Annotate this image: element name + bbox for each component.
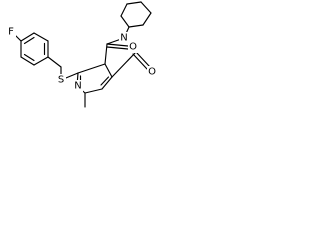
fluorophenyl-ring (20, 32, 49, 66)
atom-oxygen-bottom: O (147, 66, 157, 78)
atom-imide-nitrogen: N (119, 32, 129, 44)
bond-ring-ch2 (47, 56, 62, 68)
bond (111, 51, 137, 78)
imide-ring (104, 37, 151, 78)
bond (101, 76, 113, 90)
bond (126, 1, 142, 5)
double-bond (23, 53, 35, 62)
double-bond (23, 36, 35, 45)
atom-fluorine: F (6, 26, 16, 38)
carbonyl-bond (106, 43, 129, 47)
chemical-structure-diagram: F S N N O O (6, 1, 157, 108)
carbonyl-bond (106, 46, 129, 50)
bond (140, 1, 152, 14)
bond (142, 12, 152, 26)
double-bond (100, 76, 110, 86)
bond (120, 3, 128, 17)
bond (33, 56, 49, 66)
bond (104, 63, 113, 78)
sulfur-label: S (58, 75, 64, 86)
bond (120, 15, 130, 28)
atom-sulfur: S (56, 74, 66, 86)
oxygen-bottom-label: O (148, 67, 156, 78)
carbonyl-bond (135, 51, 151, 68)
imide-nitrogen-label: N (120, 33, 127, 44)
atom-oxygen-top: O (128, 41, 138, 53)
atom-ring-nitrogen: N (73, 80, 83, 92)
ring-nitrogen-label: N (74, 81, 81, 92)
carbonyl-bond (132, 53, 148, 70)
fluorine-label: F (8, 27, 14, 38)
bond (20, 32, 35, 42)
cyclohexyl-ring (120, 1, 152, 28)
bond (84, 88, 103, 94)
oxygen-top-label: O (129, 42, 137, 53)
pyridine-ring (76, 63, 113, 94)
bond (128, 24, 144, 28)
bond (77, 63, 106, 74)
bond (20, 56, 35, 66)
bond (33, 32, 49, 42)
